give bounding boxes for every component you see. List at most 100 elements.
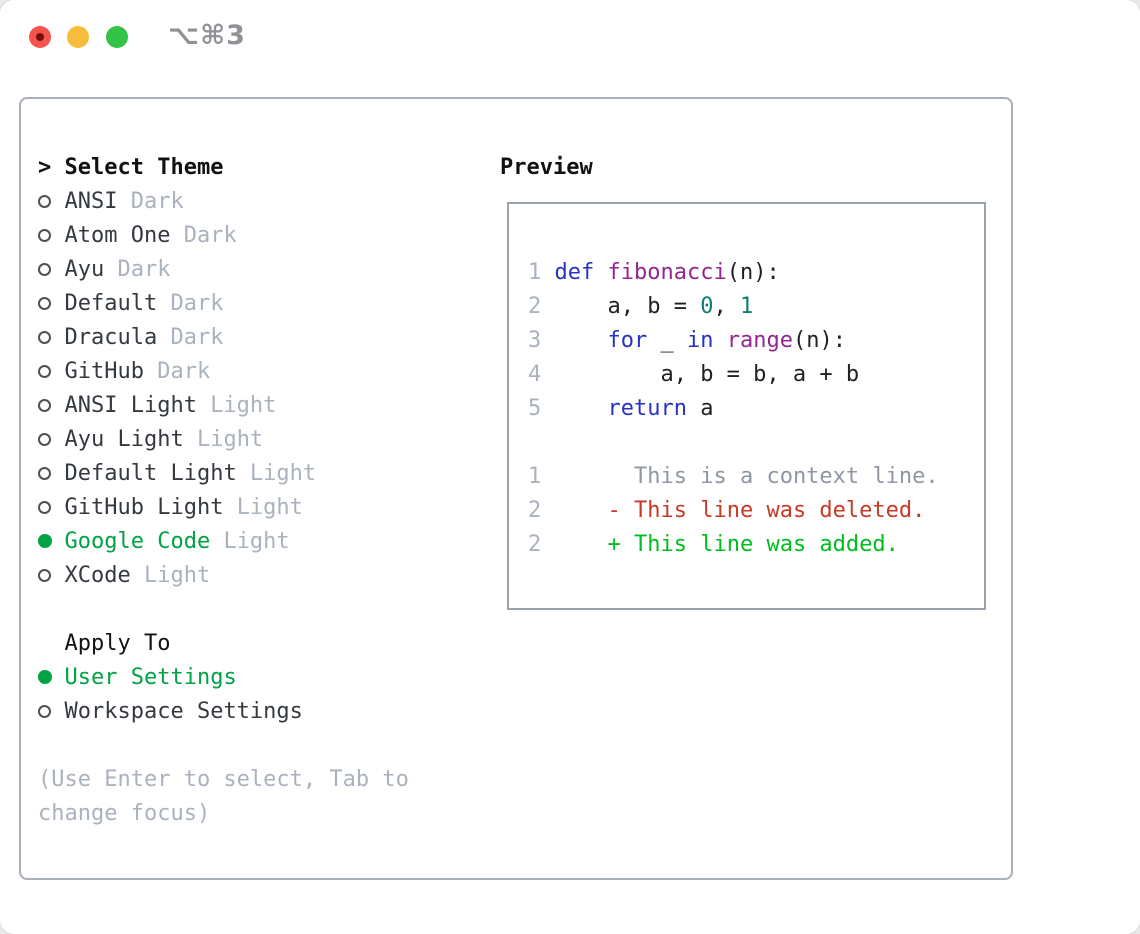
code-token xyxy=(594,260,607,285)
diff-line-number: 2 xyxy=(528,497,542,523)
theme-variant-tag: Dark xyxy=(117,256,171,282)
preview-title: Preview xyxy=(500,154,593,180)
theme-option-ayu-light[interactable]: Ayu Light Light xyxy=(38,422,409,456)
select-theme-title: Select Theme xyxy=(64,154,224,180)
code-token: (n): xyxy=(792,327,846,353)
theme-name: Ayu xyxy=(64,256,105,282)
theme-option-dracula-dark[interactable]: Dracula Dark xyxy=(38,320,409,354)
diff-added-line: 2+This line was added. xyxy=(528,527,984,561)
code-token: a, b = b, a + b xyxy=(554,361,860,387)
theme-name: Default Light xyxy=(64,460,237,486)
apply-option-workspace-settings[interactable]: Workspace Settings xyxy=(38,694,409,728)
diff-text: This line was deleted. xyxy=(634,497,926,523)
theme-option-default-light[interactable]: Default Light Light xyxy=(38,456,409,490)
radio-icon xyxy=(38,330,65,344)
code-line: 1 def fibonacci(n): xyxy=(528,255,984,289)
code-token: , xyxy=(713,293,740,319)
theme-variant-tag: Dark xyxy=(183,222,237,248)
radio-icon xyxy=(38,364,65,378)
apply-option-label: Workspace Settings xyxy=(64,698,303,724)
theme-name: Atom One xyxy=(64,222,171,248)
theme-option-ansi-light[interactable]: ANSI Light Light xyxy=(38,388,409,422)
code-token: for xyxy=(607,327,648,353)
diff-plus-marker: + xyxy=(607,531,621,557)
theme-name: Ayu Light xyxy=(64,426,184,452)
radio-icon xyxy=(38,228,65,242)
radio-icon xyxy=(38,296,65,310)
apply-option-user-settings[interactable]: User Settings xyxy=(38,660,409,694)
apply-to-header: Apply To xyxy=(38,626,409,660)
radio-selected-icon xyxy=(38,670,65,684)
line-number: 3 xyxy=(528,327,542,353)
code-token xyxy=(713,328,726,353)
theme-variant-tag: Dark xyxy=(130,188,184,214)
radio-icon xyxy=(38,398,65,412)
theme-name: ANSI Light xyxy=(64,392,197,418)
theme-option-ayu-dark[interactable]: Ayu Dark xyxy=(38,252,409,286)
code-token: (n): xyxy=(726,259,780,285)
radio-selected-icon xyxy=(38,534,65,548)
code-token: _ xyxy=(647,327,687,353)
diff-marker xyxy=(608,464,635,489)
theme-option-ansi-dark[interactable]: ANSI Dark xyxy=(38,184,409,218)
theme-variant-tag: Dark xyxy=(170,324,224,350)
title-bar: ⌥⌘3 xyxy=(0,0,1140,97)
diff-line-number: 1 xyxy=(528,463,542,489)
diff-line-number: 2 xyxy=(528,531,542,557)
theme-variant-tag: Light xyxy=(249,460,317,486)
theme-name: Dracula xyxy=(64,324,158,350)
code-token: def xyxy=(554,259,595,285)
code-token: return xyxy=(607,395,687,421)
theme-name: ANSI xyxy=(64,188,118,214)
close-dot-icon xyxy=(36,33,44,41)
theme-variant-tag: Light xyxy=(210,392,277,418)
line-number: 5 xyxy=(528,395,542,421)
code-line: 3 for _ in range(n): xyxy=(528,323,984,357)
code-token: in xyxy=(686,327,714,353)
radio-icon xyxy=(38,500,65,514)
hint-line-1: (Use Enter to select, Tab to xyxy=(38,766,409,792)
code-token xyxy=(555,396,608,421)
code-token: a xyxy=(686,395,714,421)
radio-icon xyxy=(38,194,65,208)
line-number: 4 xyxy=(528,361,542,387)
hint-line-2: change focus) xyxy=(38,800,211,826)
line-number: 1 xyxy=(528,259,542,285)
apply-option-label: User Settings xyxy=(64,664,237,690)
radio-icon xyxy=(38,704,65,718)
radio-icon xyxy=(38,432,65,446)
code-token: 1 xyxy=(739,293,754,319)
code-token: 0 xyxy=(700,293,714,319)
code-token xyxy=(555,328,608,353)
radio-icon xyxy=(38,568,65,582)
theme-variant-tag: Dark xyxy=(157,358,211,384)
theme-option-atom-one-dark[interactable]: Atom One Dark xyxy=(38,218,409,252)
close-button[interactable] xyxy=(29,26,51,48)
apply-to-title: Apply To xyxy=(64,630,171,656)
radio-icon xyxy=(38,466,65,480)
radio-icon xyxy=(38,262,65,276)
minimize-button[interactable] xyxy=(67,26,89,48)
theme-name: Google Code xyxy=(64,528,211,554)
theme-name: XCode xyxy=(64,562,131,588)
code-token: fibonacci xyxy=(607,259,727,285)
line-number: 2 xyxy=(528,293,542,319)
theme-variant-tag: Light xyxy=(196,426,264,452)
window-title: ⌥⌘3 xyxy=(168,20,246,51)
zoom-button[interactable] xyxy=(106,26,128,48)
theme-name: Default xyxy=(64,290,158,316)
code-line: 2 a, b = 0, 1 xyxy=(528,289,984,323)
code-line: 5 return a xyxy=(528,391,984,425)
prompt-icon: > xyxy=(38,154,52,180)
theme-variant-tag: Light xyxy=(236,494,303,520)
diff-text: This is a context line. xyxy=(634,463,939,489)
